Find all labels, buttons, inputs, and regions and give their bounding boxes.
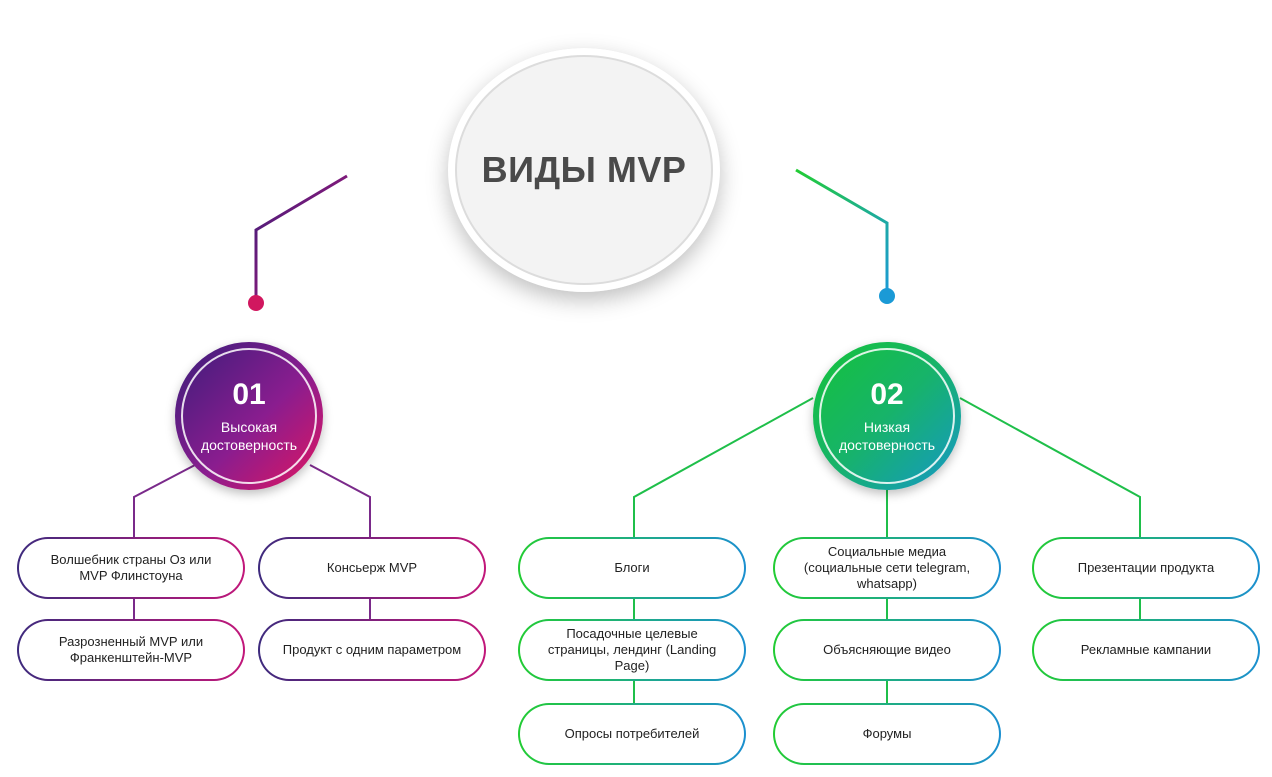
item-label: Блоги xyxy=(614,560,650,575)
item-box: Социальные медиа (социальные сети telegr… xyxy=(773,537,1001,599)
right-branch-lines xyxy=(633,397,1141,703)
item-box: Разрозненный MVP или Франкенштейн-MVP xyxy=(17,619,245,681)
item-label: Рекламные кампании xyxy=(1080,642,1212,657)
item-label: Социальные медиа (социальные сети telegr… xyxy=(803,544,971,591)
branch-label: Высокая достоверность xyxy=(200,419,298,453)
item-label: Продукт с одним параметром xyxy=(282,642,462,657)
item-box: Продукт с одним параметром xyxy=(258,619,486,681)
right-connector-dot xyxy=(879,288,895,304)
item-box: Волшебник страны Оз или MVP Флинстоуна xyxy=(17,537,245,599)
item-label: Объясняющие видео xyxy=(823,642,951,657)
left-branch-lines xyxy=(133,464,371,619)
branch-label: Низкая достоверность xyxy=(838,419,936,453)
left-connector-dot xyxy=(248,295,264,311)
right-title-connector xyxy=(795,168,889,295)
item-box: Презентации продукта xyxy=(1032,537,1260,599)
item-box: Рекламные кампании xyxy=(1032,619,1260,681)
item-box: Объясняющие видео xyxy=(773,619,1001,681)
item-label: Волшебник страны Оз или MVP Флинстоуна xyxy=(50,552,212,583)
branch-number: 02 xyxy=(870,378,904,411)
item-box: Форумы xyxy=(773,703,1001,765)
high-fidelity-circle: 01 Высокая достоверность xyxy=(175,342,323,490)
branch-number: 01 xyxy=(232,378,266,411)
item-box: Консьерж MVP xyxy=(258,537,486,599)
item-label: Посадочные целевые страницы, лендинг (La… xyxy=(547,626,717,673)
center-title-circle: ВИДЫ MVP xyxy=(448,48,720,292)
left-title-connector xyxy=(254,174,348,302)
item-label: Опросы потребителей xyxy=(564,726,700,741)
item-box: Опросы потребителей xyxy=(518,703,746,765)
item-label: Презентации продукта xyxy=(1077,560,1215,575)
item-label: Форумы xyxy=(862,726,912,741)
item-label: Разрозненный MVP или Франкенштейн-MVP xyxy=(58,634,204,665)
diagram-title: ВИДЫ MVP xyxy=(481,149,687,190)
low-fidelity-circle: 02 Низкая достоверность xyxy=(813,342,961,490)
item-box: Посадочные целевые страницы, лендинг (La… xyxy=(518,619,746,681)
item-box: Блоги xyxy=(518,537,746,599)
item-label: Консьерж MVP xyxy=(326,560,418,575)
